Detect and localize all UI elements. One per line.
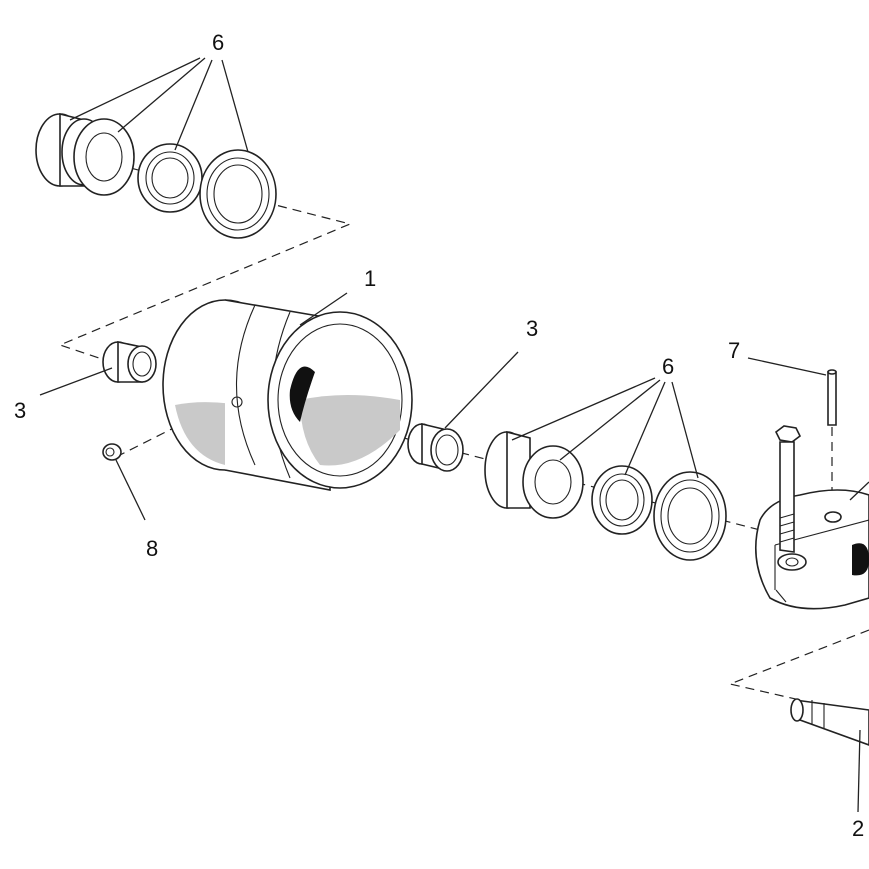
label-6-lower: 6 (662, 354, 674, 379)
label-3-left: 3 (14, 398, 26, 423)
seal-group-lower (484, 430, 727, 561)
seal-ring-lower-2 (591, 465, 653, 535)
label-7: 7 (728, 338, 740, 363)
roller-body-part-1 (162, 299, 413, 491)
callout-labels: 6 1 3 3 6 7 8 2 (14, 30, 864, 841)
end-housing (755, 489, 869, 610)
label-6-upper: 6 (212, 30, 224, 55)
label-3-right: 3 (526, 316, 538, 341)
seal-cone-lower (484, 430, 531, 509)
label-1: 1 (364, 266, 376, 291)
seal-ring-lower-1 (522, 445, 584, 519)
bushing-right (407, 422, 464, 472)
leader-lines (39, 57, 869, 813)
label-8: 8 (146, 536, 158, 561)
plug-part-8 (102, 443, 122, 461)
label-2: 2 (852, 816, 864, 841)
bolt (774, 425, 802, 553)
seal-ring-upper-3 (199, 149, 277, 239)
pin-part-7 (827, 369, 837, 426)
seal-ring-upper-2 (137, 143, 203, 213)
seal-ring-upper-1 (73, 118, 135, 196)
shaft-part-2 (790, 698, 869, 746)
seal-group-upper (35, 112, 277, 239)
bushing-left (102, 341, 157, 383)
seal-ring-lower-3 (653, 471, 727, 561)
